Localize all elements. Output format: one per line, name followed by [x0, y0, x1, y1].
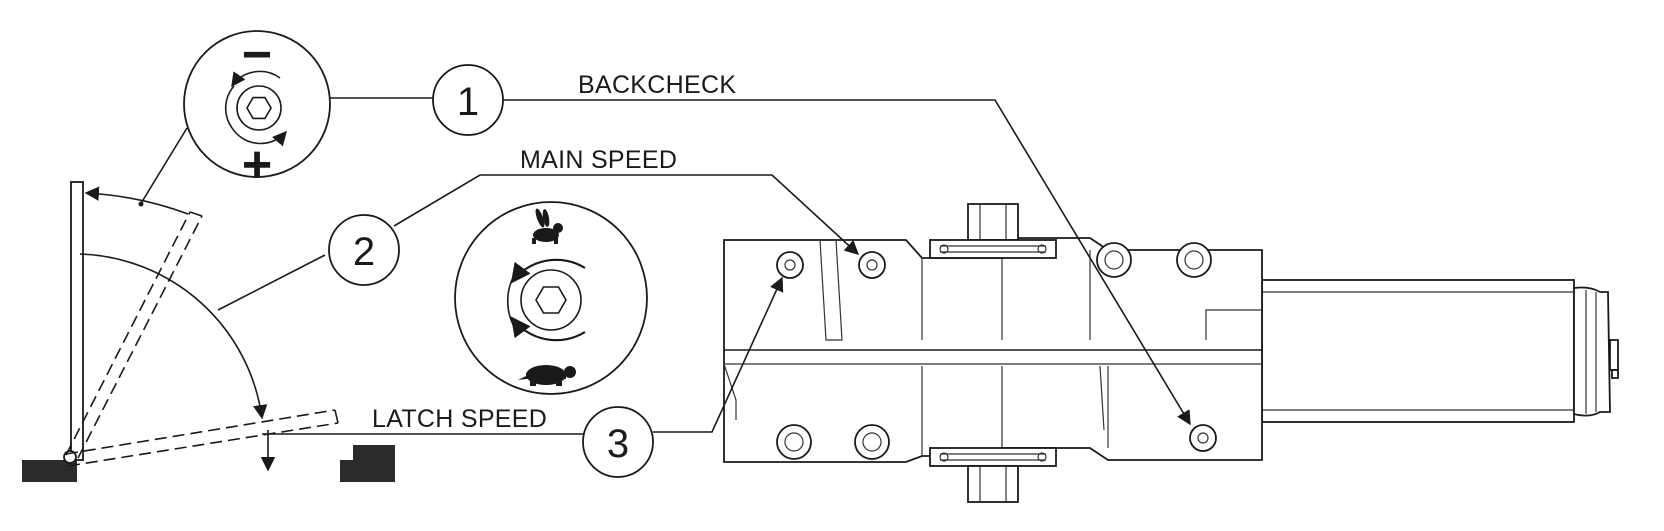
callout-number-badge — [582, 406, 654, 478]
door-swing-schematic — [22, 181, 395, 482]
floor-block-right — [340, 445, 395, 482]
main-speed-valve — [858, 251, 886, 279]
turtle-icon — [518, 365, 576, 386]
door-intermediate-position — [65, 211, 203, 459]
callout-number: 2 — [353, 230, 375, 274]
pinion-bottom — [929, 447, 1057, 503]
rabbit-icon — [532, 208, 563, 244]
callout-number: 3 — [607, 422, 629, 466]
latch-speed-valve — [776, 251, 804, 279]
callout-main-speed: 2 MAIN SPEED — [217, 146, 860, 311]
adjust-screw-head — [236, 85, 282, 131]
closer-end-cap — [1573, 286, 1611, 417]
callout-number-badge — [328, 214, 400, 286]
callout-latch-speed: 3 LATCH SPEED — [262, 276, 784, 478]
backcheck-adjuster-detail: − + — [183, 26, 331, 194]
mounting-holes — [776, 242, 1212, 460]
minus-symbol: − — [242, 26, 272, 84]
door-open-position — [70, 181, 84, 461]
callout-number: 1 — [457, 80, 479, 124]
callout-label: LATCH SPEED — [372, 405, 547, 433]
callout-backcheck: 1 BACKCHECK — [330, 64, 1191, 426]
pinion-top — [929, 203, 1057, 259]
door-closer-body — [723, 203, 1619, 503]
hex-socket-icon — [535, 286, 567, 314]
plus-symbol: + — [242, 136, 272, 194]
floor-block-left — [22, 460, 77, 482]
main-speed-arc — [79, 253, 268, 420]
callout-label: MAIN SPEED — [520, 146, 677, 174]
callout-label: BACKCHECK — [578, 71, 736, 99]
door-latch-position — [65, 409, 339, 467]
speed-adjuster-detail — [454, 201, 648, 395]
hex-socket-icon — [246, 96, 272, 120]
backcheck-valve — [1189, 424, 1217, 452]
speed-screw-head — [520, 269, 582, 331]
backcheck-arc — [84, 186, 189, 215]
closer-cylinder — [1261, 279, 1575, 423]
